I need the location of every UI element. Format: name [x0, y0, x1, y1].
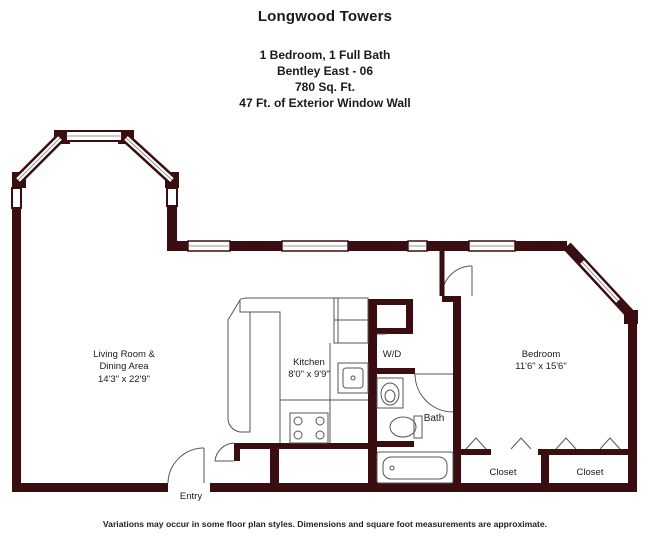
wd-label: W/D: [383, 349, 402, 360]
living-room-dims: 14'3" x 22'9": [98, 374, 150, 385]
door-swings: [167, 251, 621, 484]
bath-label: Bath: [424, 413, 445, 424]
corner-window: [563, 242, 636, 320]
plan-title: Longwood Towers: [257, 8, 393, 25]
entry-label: Entry: [180, 491, 202, 502]
kitchen-fixtures: [227, 297, 369, 444]
closet-right-label: Closet: [577, 467, 604, 478]
disclaimer-footnote: Variations may occur in some floor plan …: [102, 519, 548, 529]
plan-detail-sqft: 780 Sq. Ft.: [294, 80, 356, 94]
plan-detail-bedrooms: 1 Bedroom, 1 Full Bath: [259, 48, 391, 62]
kitchen-label: Kitchen: [293, 357, 325, 368]
exterior-walls: [12, 130, 638, 492]
closet-left-label: Closet: [490, 467, 517, 478]
bedroom-label: Bedroom: [522, 349, 561, 360]
plan-detail-unit: Bentley East - 06: [276, 64, 374, 78]
plan-detail-window-wall: 47 Ft. of Exterior Window Wall: [239, 96, 411, 110]
living-room-label-2: Dining Area: [99, 361, 149, 372]
bath-fixtures: [376, 377, 454, 484]
bay-window: [11, 130, 178, 209]
living-room-label: Living Room &: [93, 349, 155, 360]
interior-walls: [234, 296, 628, 484]
kitchen-dims: 8'0" x 9'9": [288, 369, 330, 380]
bedroom-dims: 11'6" x 15'6": [515, 361, 566, 372]
